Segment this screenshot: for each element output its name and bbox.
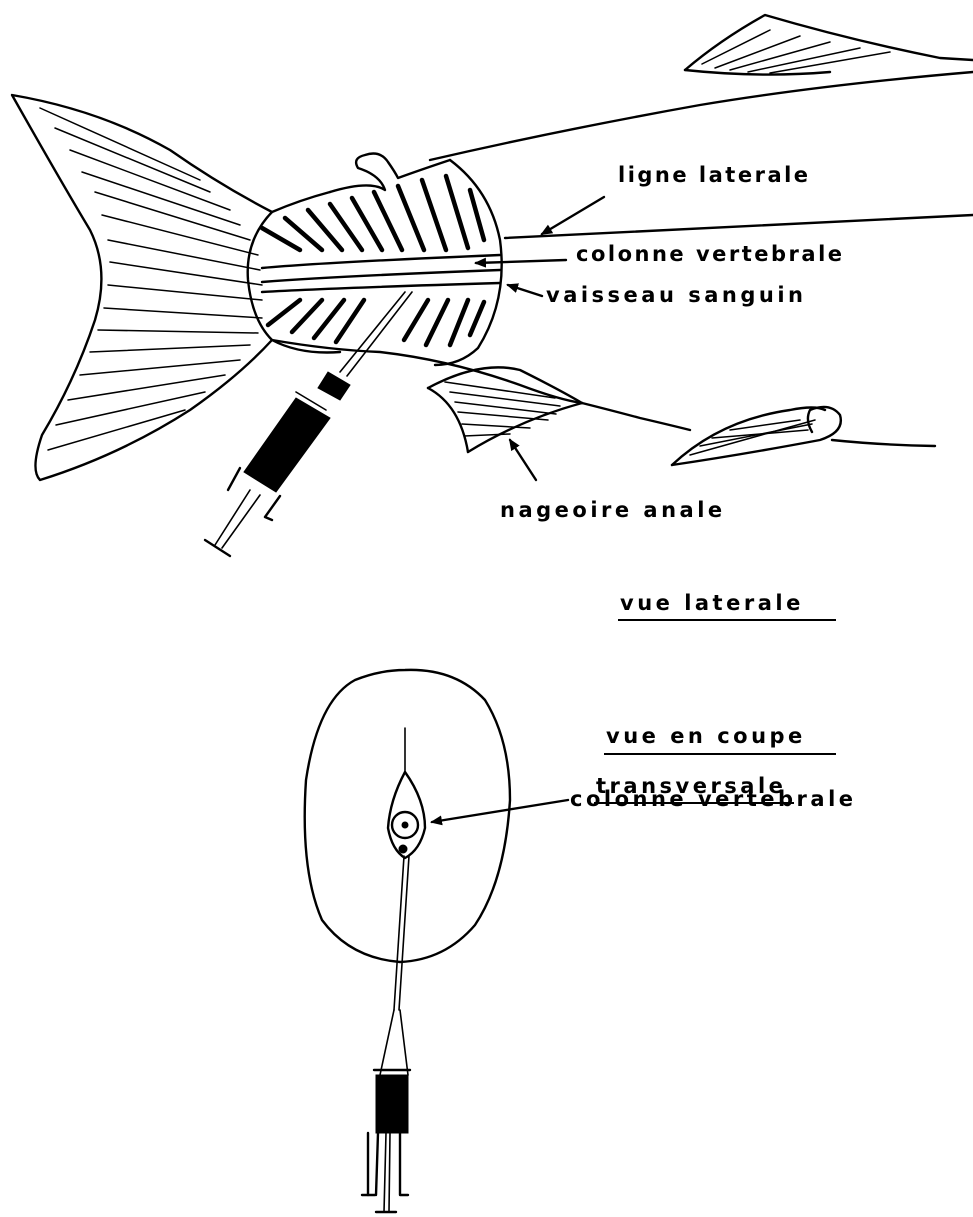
- caption-cross-section-line1: vue en coupe: [606, 724, 806, 748]
- cross-section-body: [305, 670, 510, 962]
- syringe-barrel: [376, 1075, 408, 1133]
- lateral-view: ligne laterale colonne vertebrale vaisse…: [12, 15, 973, 620]
- label-spine-lateral: colonne vertebrale: [576, 242, 845, 266]
- vertebral-column: [262, 255, 500, 292]
- dorsal-fin: [685, 15, 973, 75]
- spine-envelope: [388, 772, 425, 858]
- arrow-blood-vessel: [508, 285, 542, 296]
- syringe-cross-section: [362, 856, 410, 1212]
- arrow-spine-cross: [432, 800, 568, 822]
- caudal-fin: [12, 95, 272, 480]
- pelvic-fin: [672, 407, 841, 465]
- syringe-lateral: [205, 292, 412, 556]
- label-lateral-line: ligne laterale: [618, 163, 811, 187]
- blood-vessel-dot: [399, 845, 407, 853]
- caption-lateral-view: vue laterale: [620, 591, 804, 615]
- cutaway-window: [248, 154, 502, 365]
- vertebra-center: [402, 822, 408, 828]
- arrow-lateral-line: [542, 197, 604, 234]
- arrow-spine-lateral: [476, 260, 566, 263]
- cross-section: colonne vertebrale vue en coupe transver…: [305, 670, 857, 1212]
- label-blood-vessel: vaisseau sanguin: [546, 283, 806, 307]
- caption-cross-section-line2: transversale: [596, 774, 786, 798]
- label-anal-fin: nageoire anale: [500, 498, 726, 522]
- arrow-anal-fin: [510, 440, 536, 480]
